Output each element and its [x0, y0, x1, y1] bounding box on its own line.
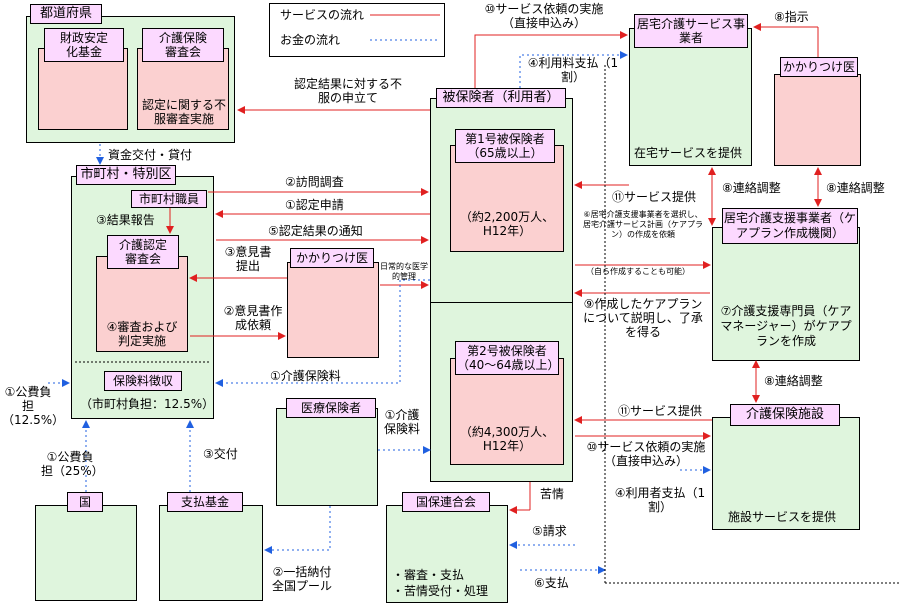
type2-count: （約4,300万人、H12年）: [459, 425, 555, 453]
label-apply: ①認定申請: [285, 198, 344, 212]
type1-label: 第1号被保険者（65歳以上）: [455, 129, 555, 163]
type2-label: 第2号被保険者（40～64歳以上）: [455, 341, 560, 375]
label-user-fee-top: ④利用料支払（1割）: [527, 56, 619, 84]
review-action: 認定に関する不服審査実施: [141, 98, 226, 126]
review-board-label: 介護保険審査会: [142, 28, 224, 62]
legend-money-label: お金の流れ: [280, 33, 341, 47]
legend-box: [269, 3, 445, 57]
label-request-top: ⑩サービス依頼の実施（直接申込み）: [484, 2, 604, 30]
medical-insurer-box: [276, 408, 378, 506]
label-public-left: ①公費負担（12.5%）: [2, 385, 65, 427]
label-public-national: ①公費負担（25%）: [41, 450, 104, 478]
label-visit: ②訪問調査: [285, 175, 344, 189]
label-notify: ⑤認定結果の通知: [268, 224, 363, 238]
label-premium-pay: ①介護保険料: [270, 369, 341, 383]
legend-service-label: サービスの流れ: [280, 8, 365, 22]
stabilization-fund-label: 財政安定化基金: [44, 28, 124, 62]
label-objection: 認定結果に対する不服の申立て: [293, 77, 402, 105]
municipality-title: 市町村・特別区: [76, 165, 176, 185]
home-service-action: 在宅サービスを提供: [634, 146, 743, 160]
care-support-box: [712, 227, 860, 361]
premium-collection: 保険料徴収: [104, 371, 182, 391]
label-lump-sum: ②一括納付全国プール: [271, 565, 332, 593]
label-complaint: 苦情: [540, 487, 565, 501]
label-payment: ⑥支払: [534, 576, 569, 590]
label-request-bottom: ⑩サービス依頼の実施（直接申込み）: [586, 440, 706, 468]
label-coord1: ⑧連絡調整: [722, 181, 781, 195]
facility-box: [712, 417, 860, 530]
care-support-action: ⑦介護支援専門員（ケアマネージャー）がケアプランを作成: [720, 304, 852, 348]
kokuho-item1: ・審査・支払: [392, 568, 465, 582]
family-doctor-top-label: かかりつけ医: [780, 57, 858, 77]
label-grant-fund: ③交付: [203, 447, 238, 461]
result-report-label: ③結果報告: [96, 213, 155, 227]
care-support-title: 居宅介護支援事業者（ケアプラン作成機関）: [722, 208, 858, 244]
national-box: [35, 505, 137, 601]
label-care-request: ⑥居宅介護支援事業者を選択し、居宅介護サービス計画（ケアプラン）の作成を依頼: [583, 210, 703, 239]
label-insurance-fee: ①介護保険料: [383, 408, 420, 436]
label-instruct: ⑧指示: [774, 10, 809, 24]
arrow-lump-sum: [264, 506, 331, 554]
home-service-title: 居宅介護サービス事業者: [634, 14, 748, 48]
municipal-burden: （市町村負担：12.5%）: [80, 397, 215, 411]
prefecture-title: 都道府県: [30, 4, 102, 24]
label-opinion-submit: ③意見書提出: [224, 245, 272, 273]
insured-title: 被保険者（利用者）: [436, 88, 566, 108]
kokuho-label: 国保連合会: [402, 492, 490, 512]
label-coord3: ⑧連絡調整: [764, 374, 823, 388]
family-doctor-mid-label: かかりつけ医: [290, 248, 374, 268]
family-doctor-top-box: [774, 74, 861, 166]
facility-action: 施設サービスを提供: [728, 510, 837, 524]
label-medical-mgmt: 日常的な医学的管理: [380, 262, 428, 281]
family-doctor-mid-box: [287, 262, 379, 358]
certification-committee-label: 介護認定審査会: [107, 235, 179, 269]
label-self-create: （自ら作成することも可能）: [586, 267, 690, 276]
medical-insurer-label: 医療保険者: [286, 398, 376, 418]
national-label: 国: [67, 492, 103, 512]
label-service2: ⑪サービス提供: [618, 404, 703, 418]
payment-fund-label: 支払基金: [167, 492, 243, 512]
label-grant: 資金交付・貸付: [108, 148, 193, 162]
label-service1: ⑪サービス提供: [612, 190, 697, 204]
insured-divider: [430, 302, 573, 303]
label-coord2: ⑧連絡調整: [826, 181, 885, 195]
municipal-staff: 市町村職員: [131, 190, 207, 208]
label-plan-explain: ⑨作成したケアプランについて説明し、了承を得る: [583, 297, 703, 339]
home-service-box: [629, 28, 752, 166]
label-opinion-request: ②意見書作成依頼: [223, 304, 283, 332]
committee-action: ④審査および判定実施: [106, 320, 178, 348]
kokuho-item2: ・苦情受付・処理: [392, 584, 489, 598]
kokuho-box: [386, 505, 508, 603]
payment-fund-box: [159, 505, 263, 601]
facility-title: 介護保険施設: [730, 404, 840, 426]
type1-count: （約2,200万人、H12年）: [459, 210, 555, 238]
label-user-fee-bottom: ④利用者支払（1割）: [614, 486, 706, 514]
label-claim: ⑤請求: [532, 524, 567, 538]
